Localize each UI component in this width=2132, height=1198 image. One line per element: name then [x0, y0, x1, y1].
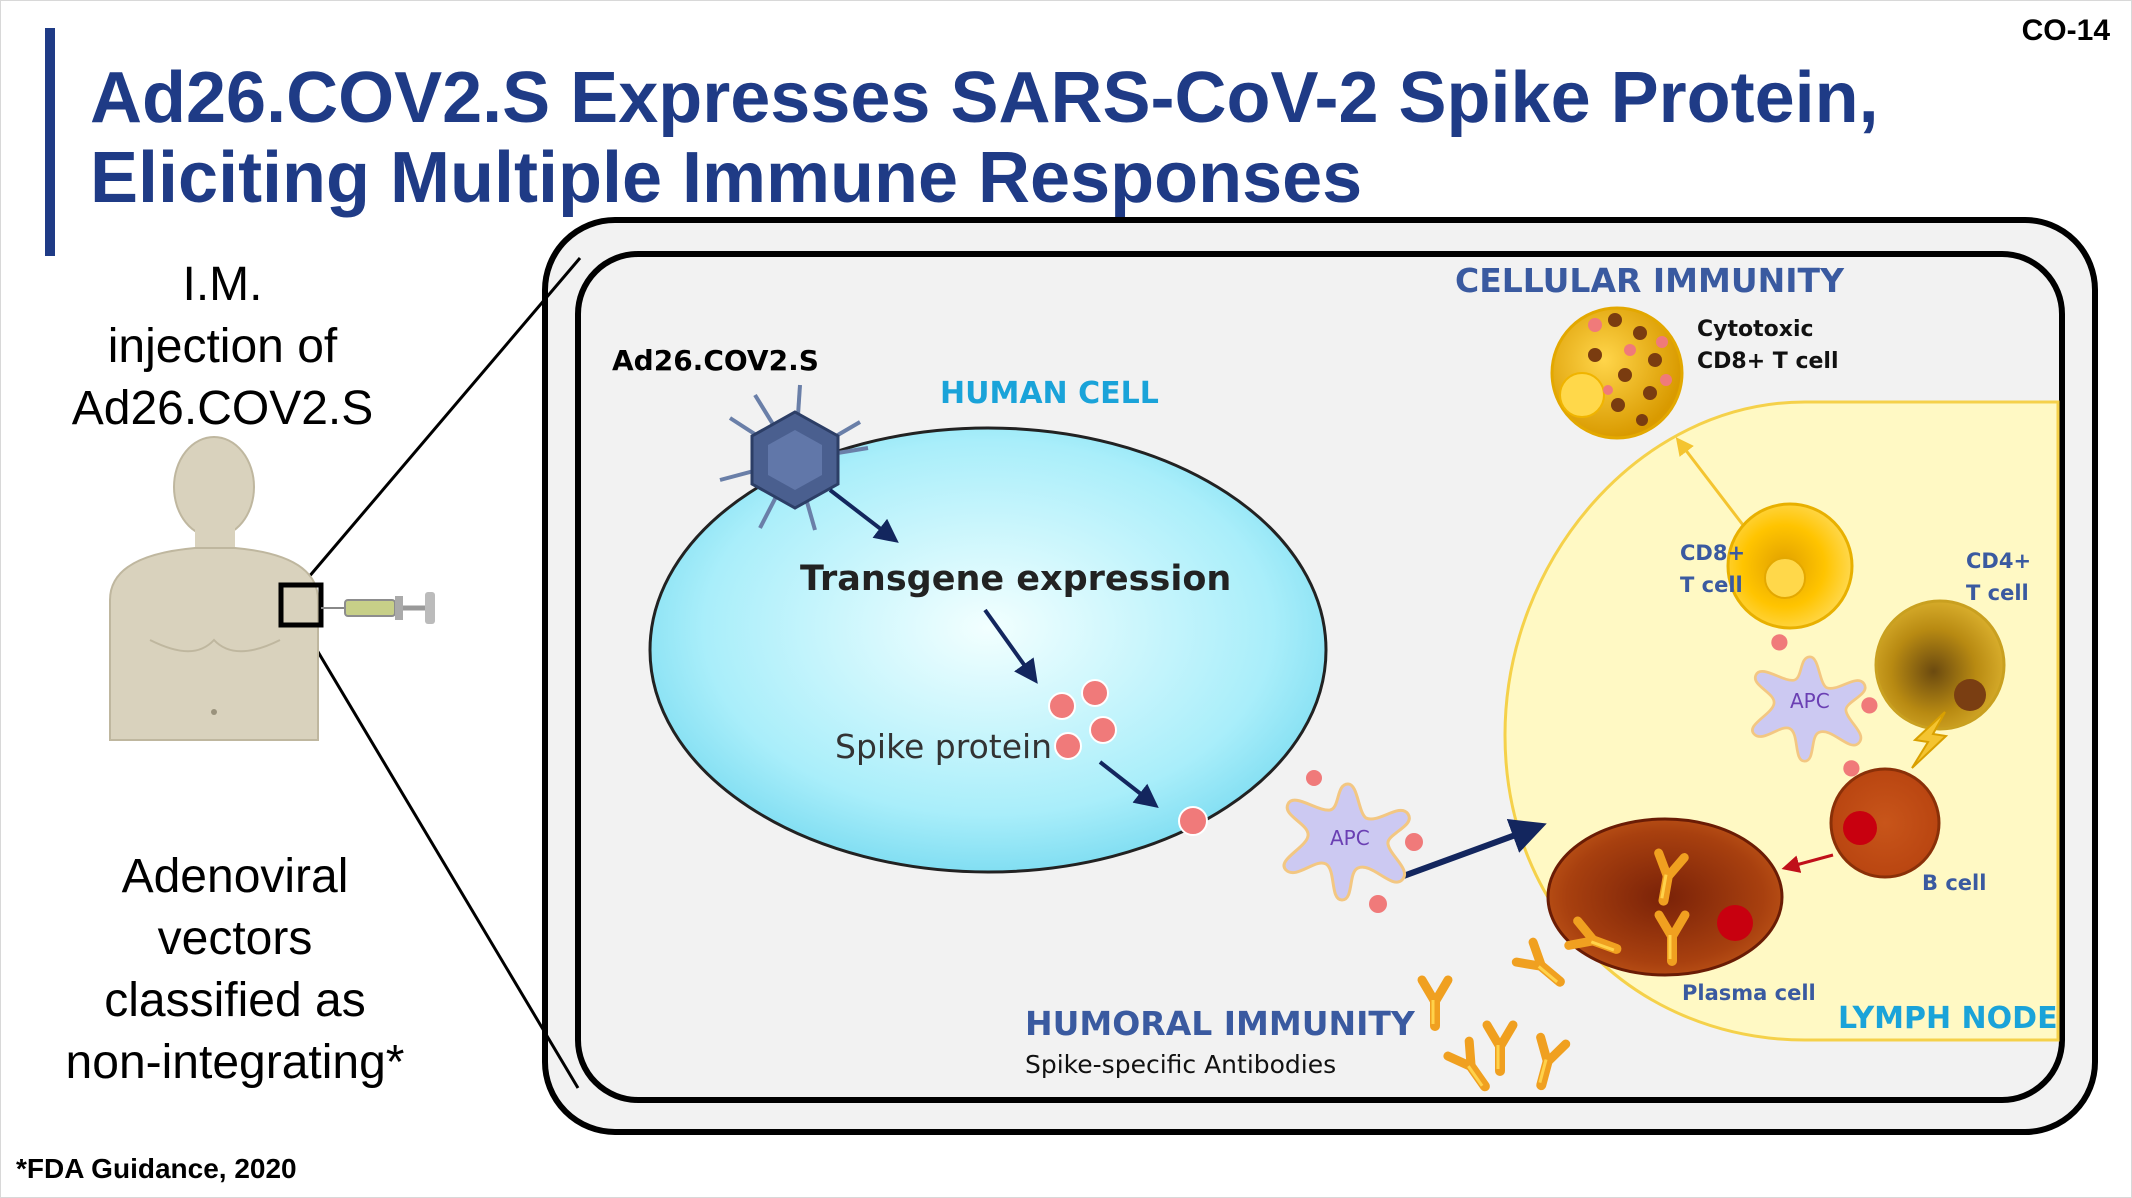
inner-frame: [575, 251, 2065, 1103]
humoral-immunity-label: HUMORAL IMMUNITY: [1025, 1004, 1416, 1043]
b-cell-label: B cell: [1922, 871, 1986, 895]
zoom-line-bottom: [300, 624, 580, 1089]
cd8-label-line-2: T cell: [1680, 573, 1743, 597]
slide-title: Ad26.COV2.S Expresses SARS-CoV-2 Spike P…: [90, 58, 1879, 218]
human-cell: [648, 426, 1328, 874]
spike-protein-cluster: [1048, 679, 1117, 760]
activation-bolt-icon: [1911, 711, 1949, 769]
vector-line-1: Adenoviral: [121, 850, 349, 903]
cd8-t-cell: [1726, 502, 1854, 630]
vector-caption: Adenoviral vectors classified as non-int…: [20, 846, 450, 1094]
arrow-bcell-to-plasma: [1781, 853, 1834, 873]
title-line-2: Eliciting Multiple Immune Responses: [90, 138, 1363, 218]
vector-line-4: non-integrating*: [65, 1036, 405, 1089]
injection-line-1: I.M.: [182, 258, 263, 311]
arrow-apc-to-lymph-node: [1396, 819, 1547, 881]
apc-cell-lymph-node: [1751, 634, 1878, 777]
human-cell-label: HUMAN CELL: [940, 376, 1159, 411]
human-body-illustration: [109, 436, 319, 741]
cytotoxic-label-line-1: Cytotoxic: [1697, 317, 1814, 342]
zoom-line-top: [300, 257, 582, 586]
syringe-icon: [321, 592, 435, 624]
vaccine-label: Ad26.COV2.S: [612, 344, 819, 377]
plasma-cell: [1546, 817, 1784, 977]
slide-number: CO-14: [2021, 14, 2110, 47]
vector-line-2: vectors: [157, 912, 313, 965]
apc-label-outside: APC: [1330, 826, 1370, 850]
arrow-spike-to-membrane: [1098, 760, 1159, 808]
vector-line-3: classified as: [104, 974, 366, 1027]
title-accent-bar: [45, 28, 55, 256]
b-cell: [1829, 767, 1941, 879]
plasma-cell-label: Plasma cell: [1682, 981, 1816, 1005]
membrane-spike-protein: [1178, 806, 1208, 836]
cytotoxic-label-line-2: CD8+ T cell: [1697, 349, 1839, 374]
arrow-transgene-to-spike: [983, 608, 1038, 684]
injection-line-3: Ad26.COV2.S: [71, 382, 374, 435]
injection-site-box: [278, 582, 324, 628]
antibodies-label: Spike-specific Antibodies: [1025, 1050, 1336, 1079]
spike-protein-label: Spike protein: [835, 727, 1052, 766]
transgene-expression-label: Transgene expression: [800, 559, 1231, 599]
cd8-label-line-1: CD8+: [1680, 541, 1745, 565]
arrow-virus-to-transgene: [828, 488, 899, 543]
title-line-1: Ad26.COV2.S Expresses SARS-CoV-2 Spike P…: [90, 58, 1879, 138]
injection-caption: I.M. injection of Ad26.COV2.S: [30, 254, 415, 440]
cd4-label-line-2: T cell: [1966, 581, 2029, 605]
footnote: *FDA Guidance, 2020: [16, 1153, 297, 1184]
cellular-immunity-label: CELLULAR IMMUNITY: [1455, 261, 1845, 300]
adenovirus-particle-icon: [719, 384, 869, 531]
cd4-t-cell: [1874, 599, 2006, 731]
injection-line-2: injection of: [107, 320, 338, 373]
apc-cell-outside: [1282, 770, 1423, 913]
lymph-node-label: LYMPH NODE: [1838, 1001, 2058, 1036]
apc-label-lymph-node: APC: [1790, 689, 1830, 713]
cytotoxic-t-cell: [1550, 306, 1684, 440]
cd4-label-line-1: CD4+: [1966, 549, 2031, 573]
arrow-cd8-to-cytotoxic: [1675, 437, 1745, 526]
